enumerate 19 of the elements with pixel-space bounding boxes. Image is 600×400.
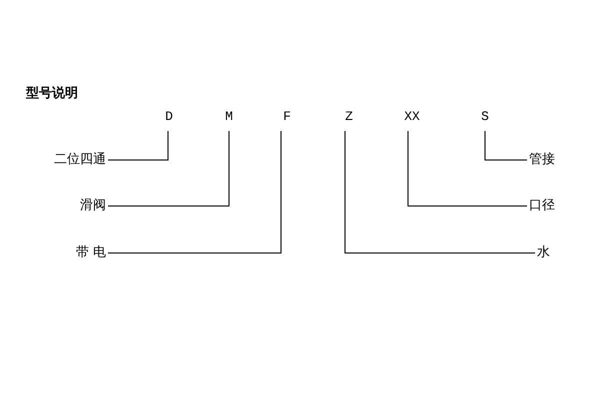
code-letter: F (279, 109, 295, 125)
leader-line (344, 130, 536, 254)
code-letter: Z (341, 109, 357, 125)
meaning-label: 管接 (527, 151, 563, 169)
meaning-label: 带 电 (66, 244, 108, 262)
meaning-label: 口径 (527, 197, 563, 215)
code-letter: S (477, 109, 493, 125)
leader-line (484, 130, 528, 160)
leader-line (108, 130, 282, 254)
code-letter: M (221, 109, 237, 125)
meaning-label: 二位四通 (48, 151, 108, 169)
leader-line (108, 130, 230, 206)
leader-line (408, 130, 528, 206)
meaning-label: 水 (535, 244, 559, 262)
meaning-label: 滑阀 (66, 197, 108, 215)
code-letter: XX (400, 109, 424, 125)
code-letter: D (161, 109, 177, 125)
title: 型号说明 (26, 86, 78, 102)
leader-line (108, 130, 168, 160)
